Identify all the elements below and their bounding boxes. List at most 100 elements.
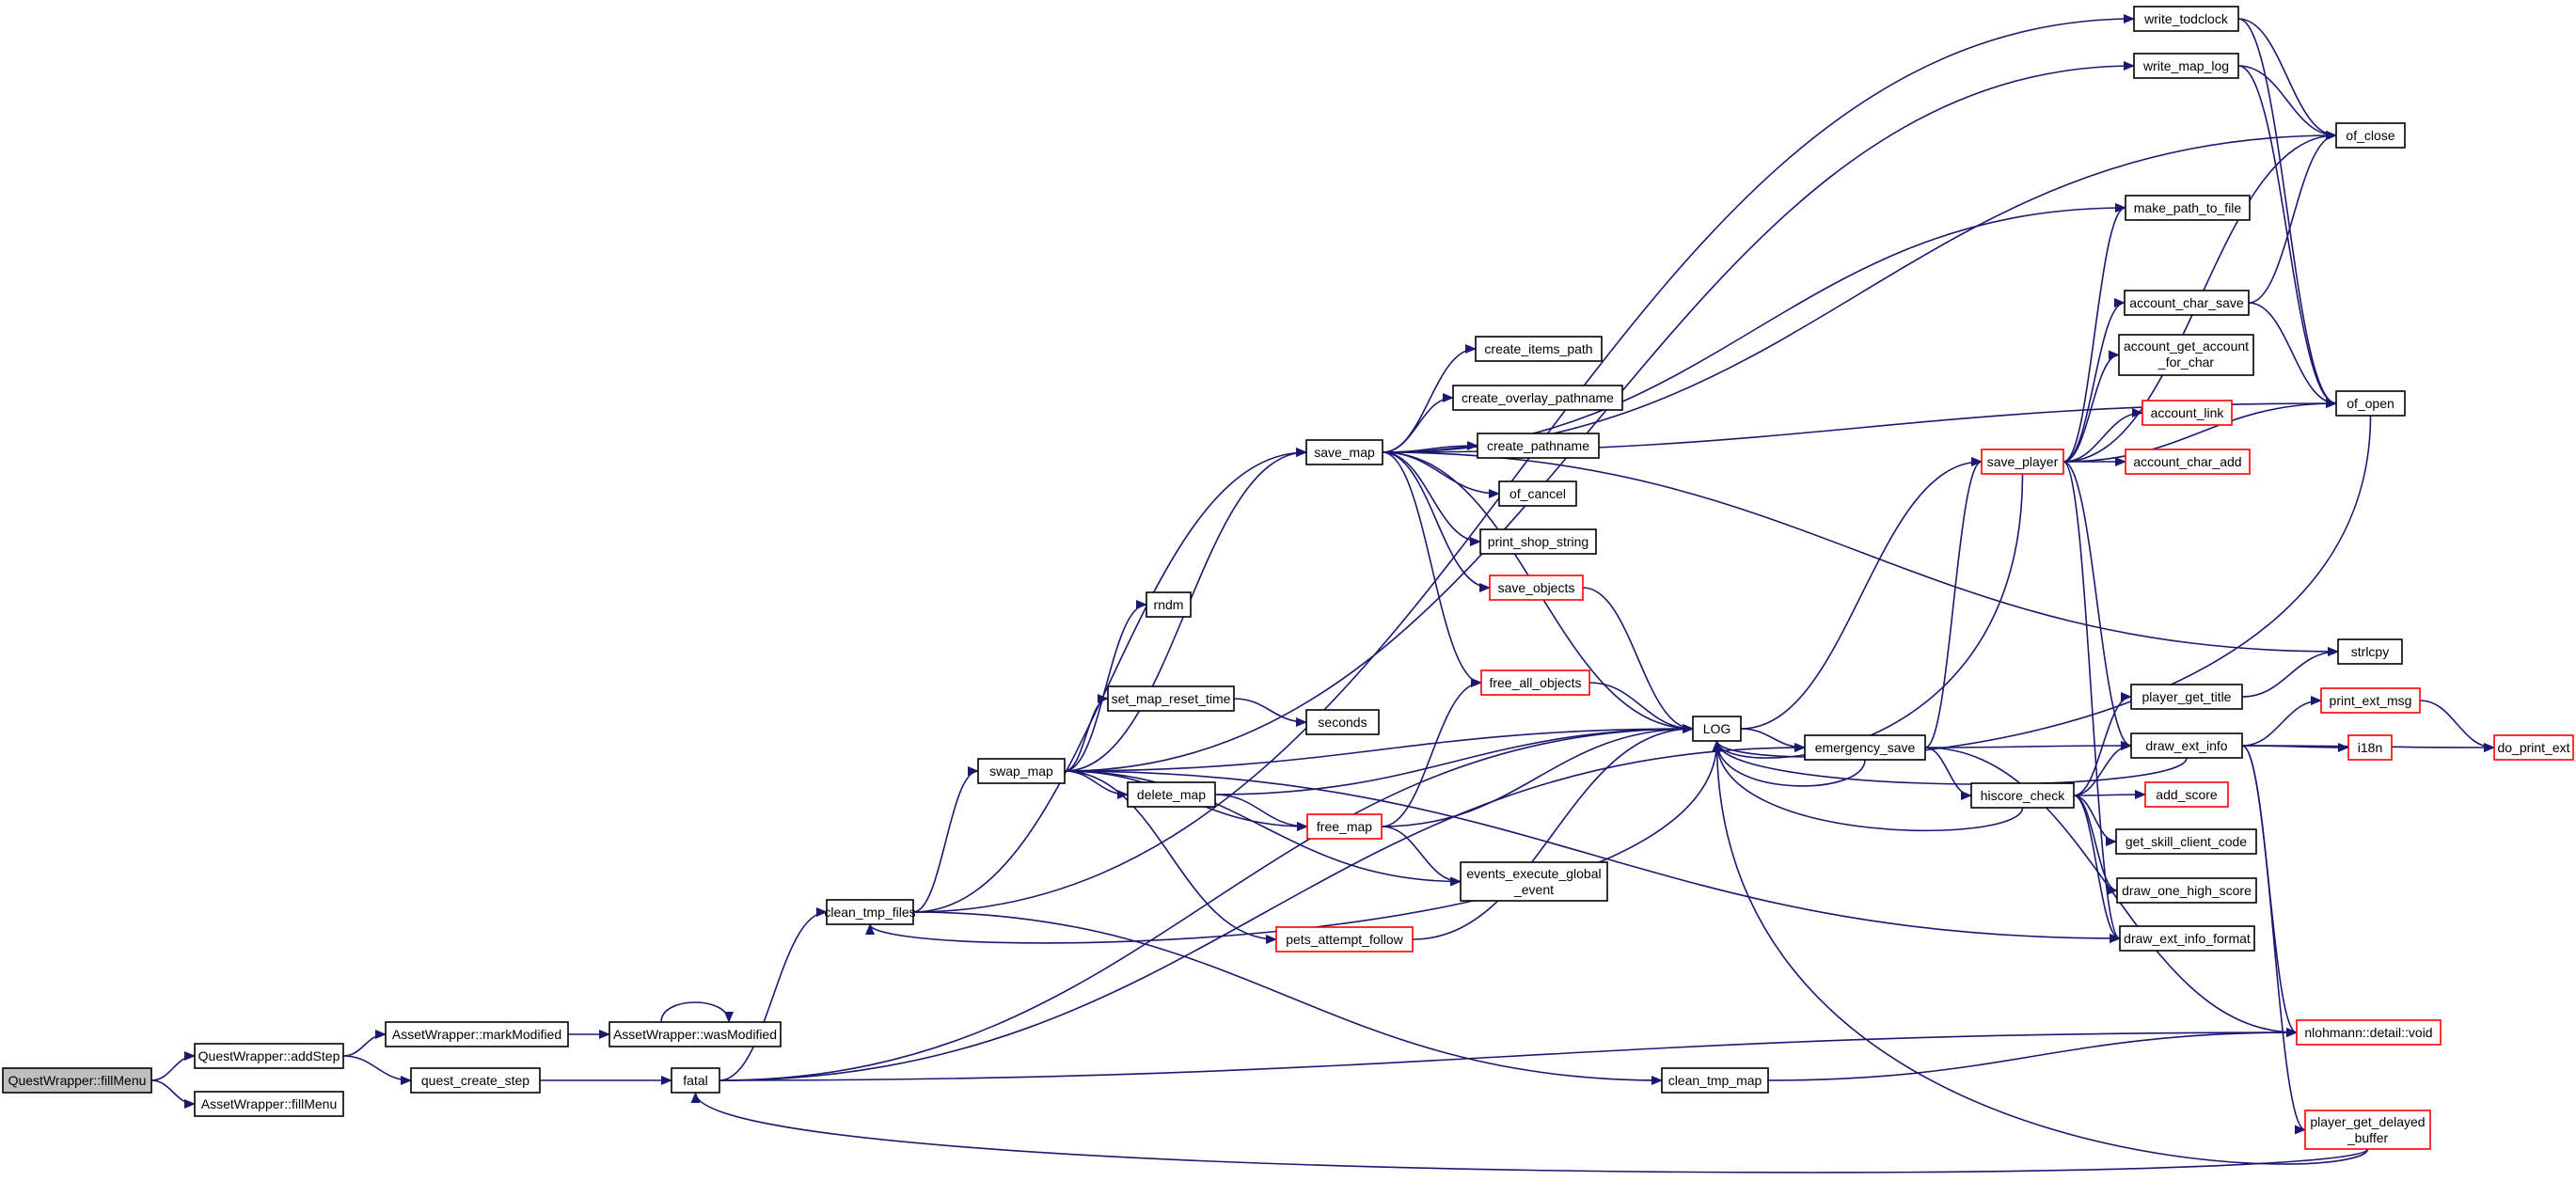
edge-qw_addstep-to-quest_create_step <box>342 1055 412 1085</box>
node-save-player[interactable]: save_player <box>1981 449 2064 475</box>
node-aw-markmodified[interactable]: AssetWrapper::markModified <box>385 1021 569 1047</box>
node-label-line: events_execute_global <box>1466 866 1601 881</box>
node-label: account_link <box>2151 405 2225 420</box>
node-label: i18n <box>2358 740 2382 755</box>
node-hiscore-check[interactable]: hiscore_check <box>1970 782 2075 809</box>
node-clean-tmp-files[interactable]: clean_tmp_files <box>824 899 916 925</box>
node-write-todclock[interactable]: write_todclock <box>2133 6 2239 32</box>
edge-swap_map-to-events_execute_global_event <box>1064 770 1462 887</box>
edge-write_todclock-to-of_close <box>2237 18 2337 140</box>
node-draw-ext-info[interactable]: draw_ext_info <box>2130 732 2243 759</box>
node-box <box>1460 861 1608 902</box>
edge-delete_map-to-log <box>1214 724 1694 795</box>
node-label: draw_ext_info <box>2145 738 2227 753</box>
edge-qw_fillmenu-to-aw_fillmenu <box>150 1079 196 1109</box>
edge-qw_addstep-to-aw_markmodified <box>342 1030 387 1057</box>
node-box <box>1127 781 1216 808</box>
node-of-open[interactable]: of_open <box>2335 390 2406 417</box>
node-account-char-save[interactable]: account_char_save <box>2124 290 2250 316</box>
node-label-line: _event <box>1513 882 1554 897</box>
node-rndm[interactable]: rndm <box>1146 591 1192 618</box>
node-box <box>1275 926 1414 953</box>
node-qw-addstep[interactable]: QuestWrapper::addStep <box>194 1043 344 1069</box>
node-log[interactable]: LOG <box>1692 716 1742 742</box>
node-label: clean_tmp_files <box>824 905 915 920</box>
node-create-items-path[interactable]: create_items_path <box>1475 336 1603 362</box>
node-box <box>2125 449 2251 475</box>
node-label: create_pathname <box>1487 438 1589 453</box>
edge-free_map-to-log <box>1381 724 1694 827</box>
node-save-map[interactable]: save_map <box>1305 439 1383 465</box>
node-label: free_map <box>1317 819 1372 834</box>
node-of-close[interactable]: of_close <box>2335 122 2406 149</box>
node-account-link[interactable]: account_link <box>2141 400 2233 426</box>
node-clean-tmp-map[interactable]: clean_tmp_map <box>1661 1067 1769 1094</box>
node-aw-fillmenu[interactable]: AssetWrapper::fillMenu <box>194 1091 344 1117</box>
node-save-objects[interactable]: save_objects <box>1489 575 1584 601</box>
node-print-shop-string[interactable]: print_shop_string <box>1479 528 1597 555</box>
node-seconds[interactable]: seconds <box>1305 709 1380 735</box>
node-free-map[interactable]: free_map <box>1306 813 1383 840</box>
node-do-print-ext[interactable]: do_print_ext <box>2493 734 2574 761</box>
node-print-ext-msg[interactable]: print_ext_msg <box>2320 687 2421 714</box>
node-box <box>2 1067 152 1094</box>
node-aw-wasmodified[interactable]: AssetWrapper::wasModified <box>608 1021 782 1047</box>
node-label: strlcpy <box>2351 644 2389 659</box>
node-label: set_map_reset_time <box>1112 691 1231 706</box>
node-player-get-title[interactable]: player_get_title <box>2130 684 2243 710</box>
node-label: create_overlay_pathname <box>1462 390 1614 405</box>
node-layer: QuestWrapper::fillMenu QuestWrapper::addS… <box>2 6 2574 1150</box>
edge-player_get_title-to-strlcpy <box>2241 647 2339 698</box>
node-fatal[interactable]: fatal <box>671 1067 720 1094</box>
node-box <box>2320 687 2421 714</box>
node-create-overlay-pathname[interactable]: create_overlay_pathname <box>1452 385 1623 411</box>
edge-player_get_delayed_buffer-to-fatal <box>690 1092 2369 1173</box>
node-box <box>194 1043 344 1069</box>
node-box <box>826 899 914 925</box>
node-label: fatal <box>683 1073 707 1088</box>
node-create-pathname[interactable]: create_pathname <box>1477 433 1600 459</box>
node-free-all-objects[interactable]: free_all_objects <box>1480 669 1590 696</box>
edge-clean_tmp_files-to-save_map <box>912 448 1307 913</box>
node-emergency-save[interactable]: emergency_save <box>1804 734 1926 761</box>
node-get-skill-client-code[interactable]: get_skill_client_code <box>2115 828 2257 855</box>
node-box <box>2337 638 2403 665</box>
node-label: rndm <box>1154 597 1184 612</box>
node-label: seconds <box>1318 715 1367 730</box>
node-swap-map[interactable]: swap_map <box>977 758 1066 784</box>
node-label: of_cancel <box>1509 486 1566 501</box>
node-delete-map[interactable]: delete_map <box>1127 781 1216 808</box>
node-label: AssetWrapper::fillMenu <box>201 1096 337 1111</box>
edge-save_player-to-account_get_account_for_char <box>2062 350 2120 463</box>
node-events-execute-global-event[interactable]: events_execute_global_event <box>1460 861 1608 902</box>
node-player-get-delayed-buffer[interactable]: player_get_delayed_buffer <box>2304 1110 2431 1150</box>
node-quest-create-step[interactable]: quest_create_step <box>410 1067 541 1094</box>
edge-hiscore_check-to-draw_one_high_score <box>2073 795 2118 895</box>
node-box <box>2130 732 2243 759</box>
node-label: print_ext_msg <box>2330 693 2412 708</box>
edge-clean_tmp_files-to-swap_map <box>912 766 979 913</box>
node-pets-attempt-follow[interactable]: pets_attempt_follow <box>1275 926 1414 953</box>
edge-swap_map-to-set_map_reset_time <box>1064 694 1109 772</box>
node-label: swap_map <box>989 764 1053 779</box>
node-box <box>1305 709 1380 735</box>
node-qw-fillmenu[interactable]: QuestWrapper::fillMenu <box>2 1067 152 1094</box>
node-i18n[interactable]: i18n <box>2347 734 2393 761</box>
node-draw-one-high-score[interactable]: draw_one_high_score <box>2116 877 2257 904</box>
node-label: draw_one_high_score <box>2122 883 2252 898</box>
node-label: of_close <box>2346 128 2394 143</box>
node-box <box>1692 716 1742 742</box>
node-set-map-reset-time[interactable]: set_map_reset_time <box>1107 685 1235 712</box>
node-of-cancel[interactable]: of_cancel <box>1498 480 1577 507</box>
node-draw-ext-info-format[interactable]: draw_ext_info_format <box>2119 925 2255 952</box>
edge-fatal-to-log <box>719 724 1694 1081</box>
node-strlcpy[interactable]: strlcpy <box>2337 638 2403 665</box>
node-make-path-to-file[interactable]: make_path_to_file <box>2125 195 2251 221</box>
node-nlohmann-void[interactable]: nlohmann::detail::void <box>2296 1019 2442 1046</box>
node-account-get-account-for-char[interactable]: account_get_account_for_char <box>2118 334 2254 376</box>
node-write-map-log[interactable]: write_map_log <box>2133 53 2239 79</box>
edge-print_ext_msg-to-do_print_ext <box>2419 700 2495 752</box>
node-account-char-add[interactable]: account_char_add <box>2125 449 2251 475</box>
node-add-score[interactable]: add_score <box>2144 781 2229 808</box>
node-box <box>1970 782 2075 809</box>
